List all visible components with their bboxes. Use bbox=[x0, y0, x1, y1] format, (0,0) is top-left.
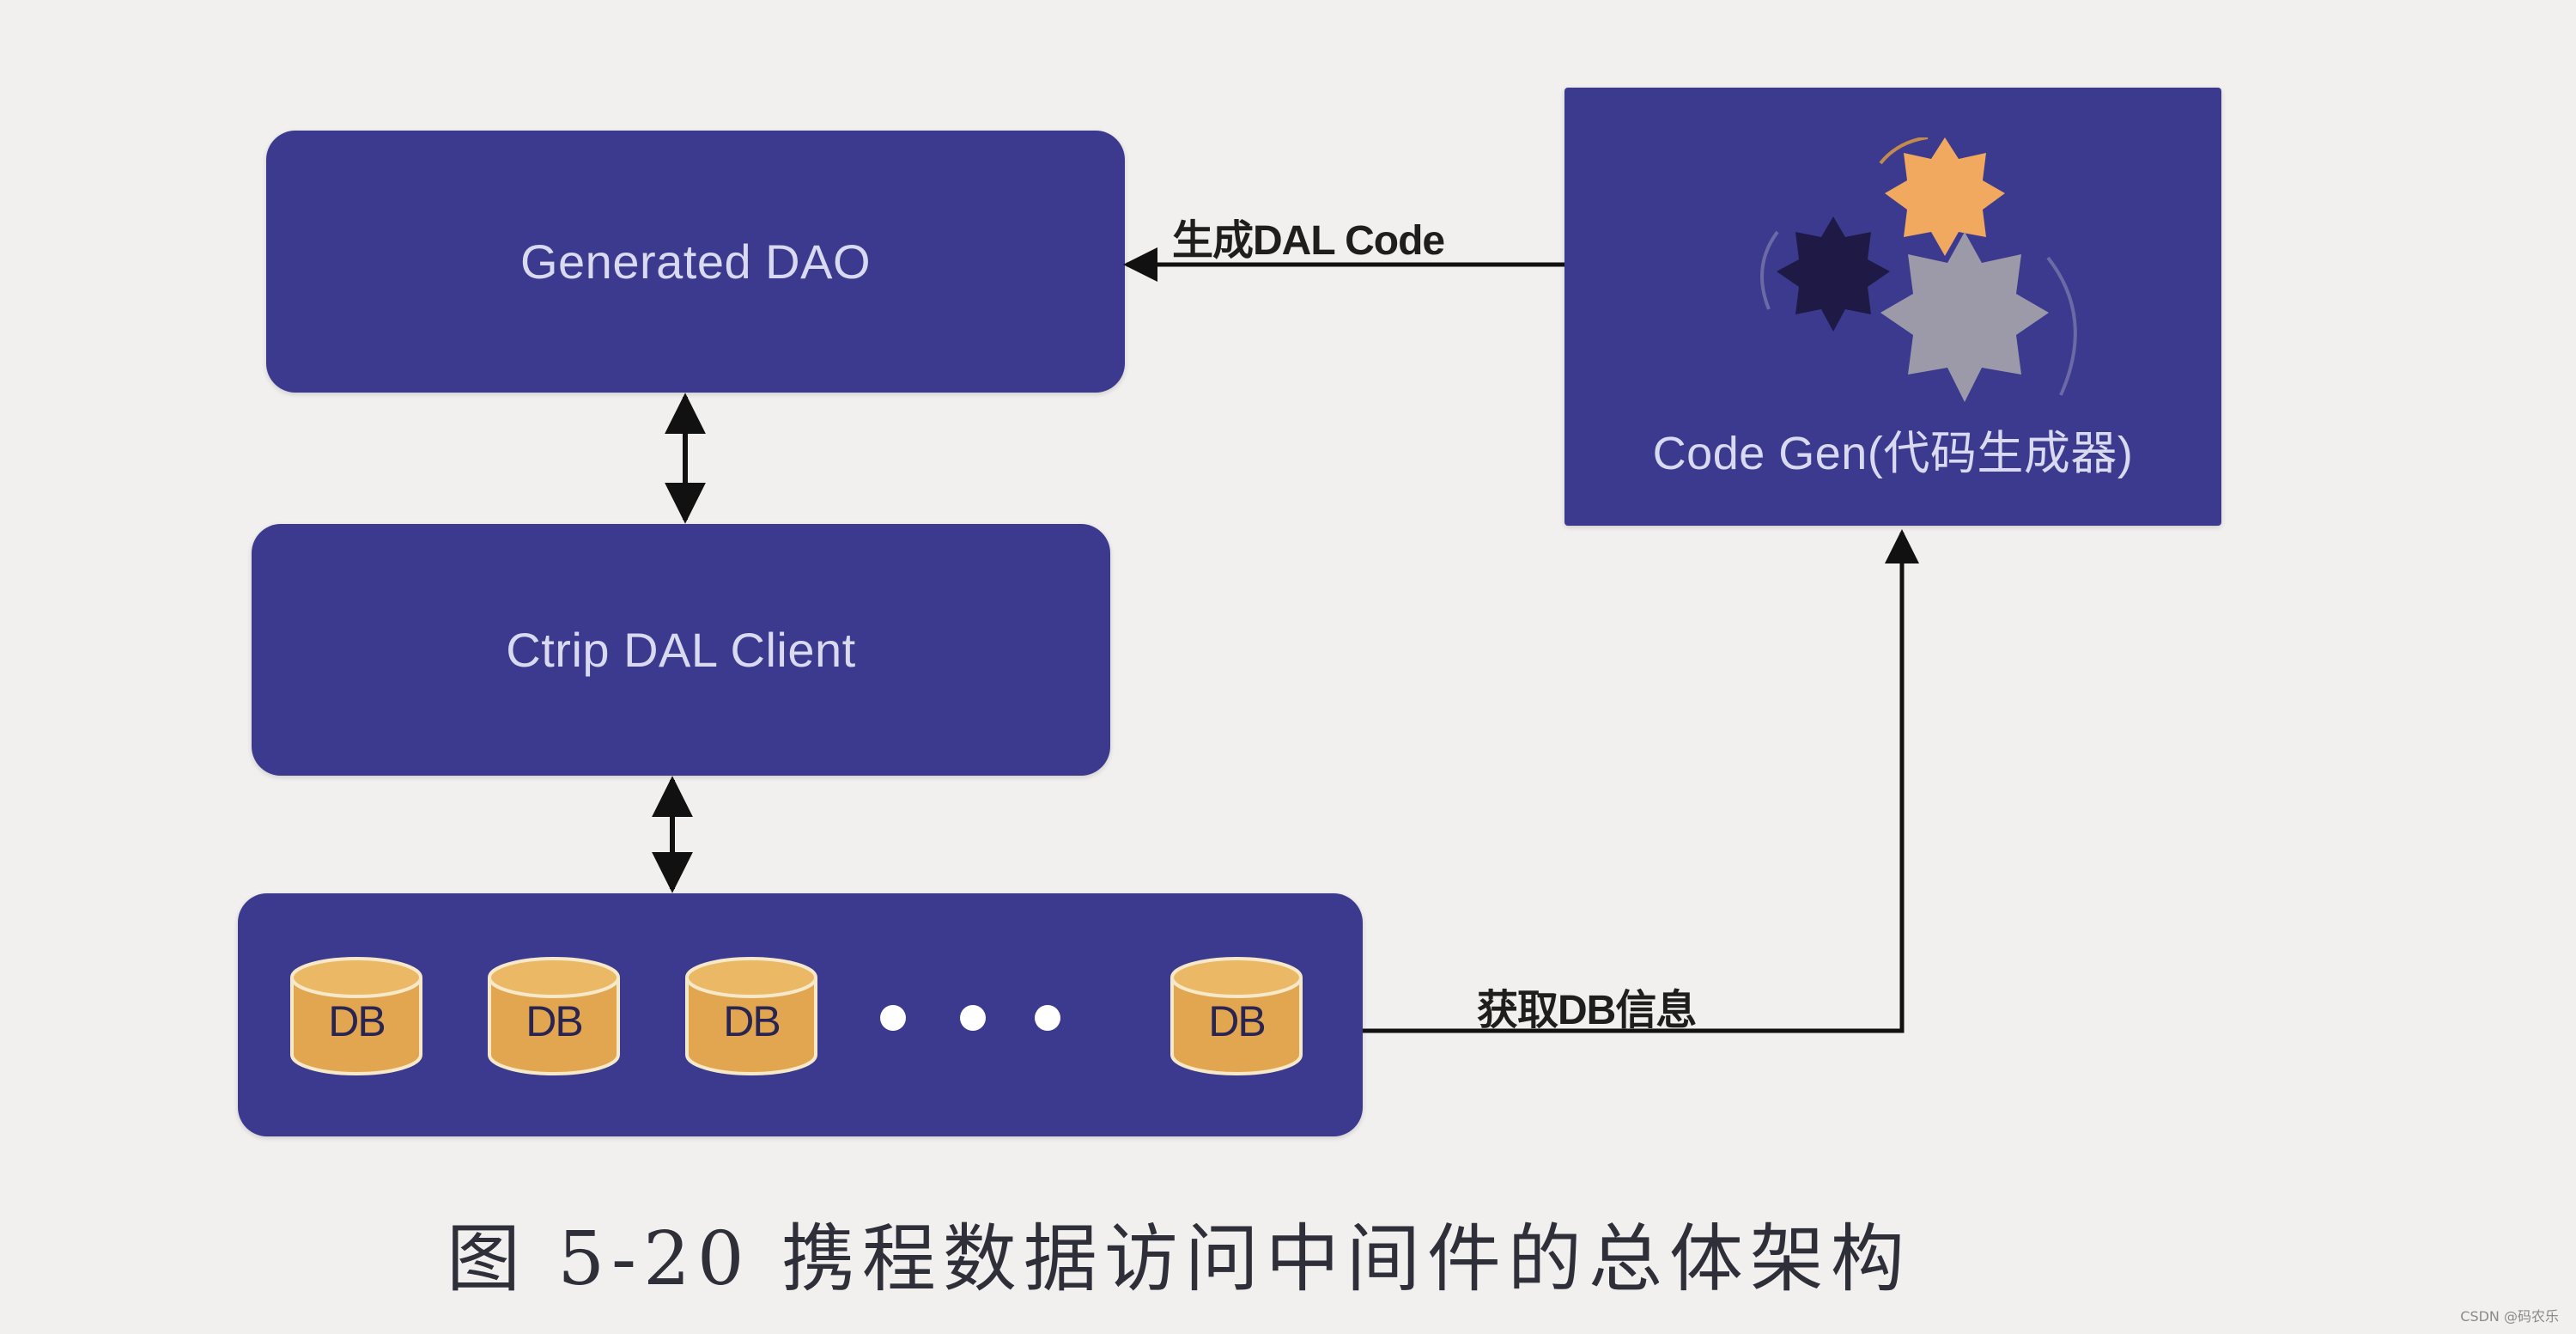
watermark: CSDN @码农乐 bbox=[2460, 1308, 2559, 1325]
db-cylinder-icon bbox=[1170, 957, 1303, 1075]
db-label: DB bbox=[1208, 997, 1266, 1045]
db-cylinder-icon bbox=[685, 957, 817, 1075]
gen-to-dao-label: 生成DAL Code bbox=[1172, 218, 1445, 264]
db-label: DB bbox=[328, 997, 386, 1045]
db-cylinder-icon bbox=[488, 957, 620, 1075]
dark-gear-icon bbox=[1777, 216, 1890, 332]
code-gen-label: Code Gen(代码生成器) bbox=[1652, 428, 2134, 479]
ellipsis-dot bbox=[960, 1005, 986, 1031]
generated-dao-label: Generated DAO bbox=[519, 235, 872, 289]
db-label: DB bbox=[526, 997, 583, 1045]
dal-client-label: Ctrip DAL Client bbox=[506, 623, 856, 677]
db-to-gen-arrow bbox=[1363, 529, 1919, 1033]
gray-gear-icon bbox=[1880, 232, 2049, 402]
dal-client-node: Ctrip DAL Client bbox=[252, 524, 1110, 776]
generated-dao-node: Generated DAO bbox=[266, 131, 1125, 393]
ellipsis-dot bbox=[880, 1005, 906, 1031]
orange-gear-icon bbox=[1885, 137, 2005, 256]
db-cylinder-icon bbox=[290, 957, 422, 1075]
db-label: DB bbox=[723, 997, 781, 1045]
db-to-gen-label: 获取DB信息 bbox=[1477, 988, 1697, 1033]
figure-caption: 图 5-20 携程数据访问中间件的总体架构 bbox=[447, 1216, 1911, 1302]
ellipsis-dot bbox=[1035, 1005, 1060, 1031]
gears-icon bbox=[1760, 137, 2077, 402]
